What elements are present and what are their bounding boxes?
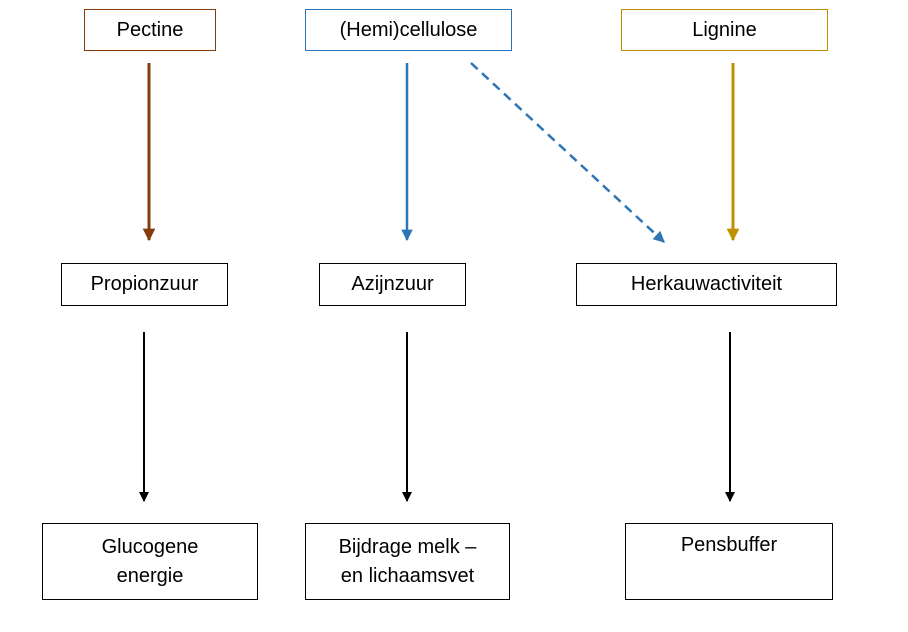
node-hemicellulose: (Hemi)cellulose [305, 9, 512, 51]
node-azijnzuur-label: Azijnzuur [351, 273, 434, 295]
node-bijdrage-melk-en-lichaamsvet-label: Bijdrage melk – en lichaamsvet [338, 535, 477, 587]
node-pectine: Pectine [84, 9, 216, 51]
node-propionzuur: Propionzuur [61, 263, 228, 306]
node-lignine-label: Lignine [692, 18, 757, 41]
node-pensbuffer: Pensbuffer [625, 523, 833, 600]
node-propionzuur-label: Propionzuur [90, 273, 199, 295]
node-lignine: Lignine [621, 9, 828, 51]
node-glucogene-energie-label: Glucogene energie [101, 535, 199, 587]
node-pensbuffer-label: Pensbuffer [680, 534, 778, 556]
node-hemicellulose-label: (Hemi)cellulose [339, 18, 478, 41]
node-azijnzuur: Azijnzuur [319, 263, 466, 306]
arrow-hemicellulose-to-herkauwactiviteit-dashed [470, 62, 665, 243]
node-glucogene-energie: Glucogene energie [42, 523, 258, 600]
node-pectine-label: Pectine [116, 18, 184, 41]
node-herkauwactiviteit-label: Herkauwactiviteit [630, 273, 783, 295]
node-bijdrage-melk-en-lichaamsvet: Bijdrage melk – en lichaamsvet [305, 523, 510, 600]
node-herkauwactiviteit: Herkauwactiviteit [576, 263, 837, 306]
